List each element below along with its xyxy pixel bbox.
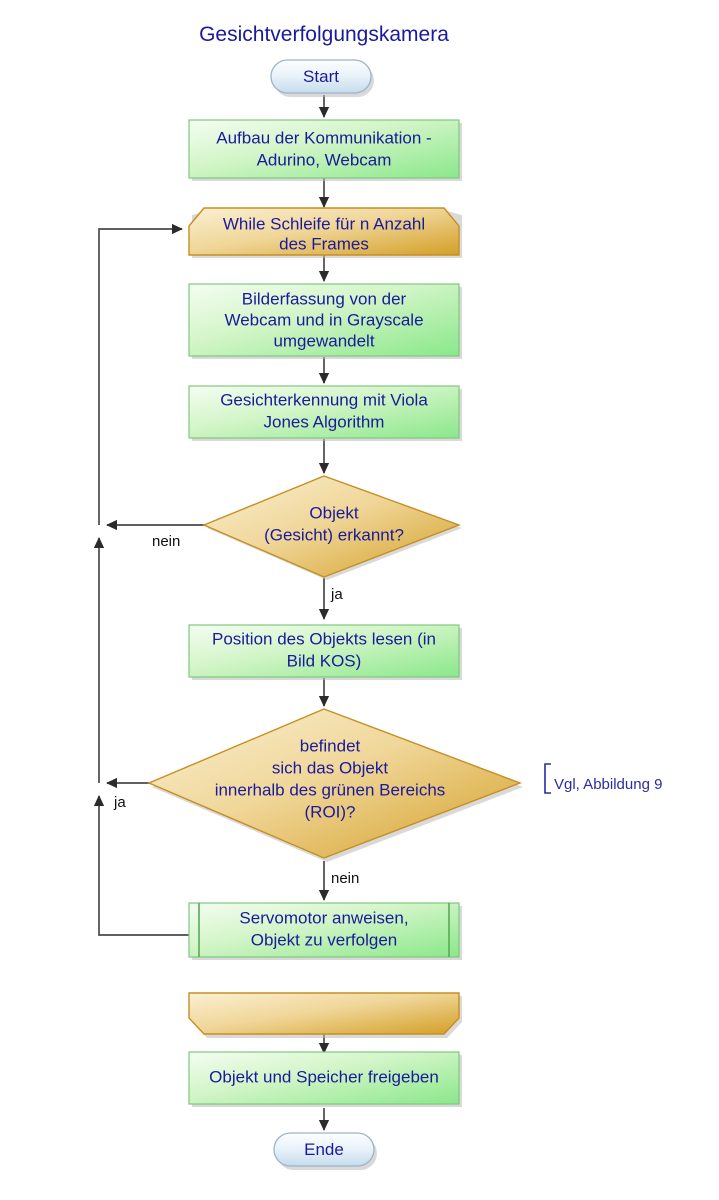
feedback-servo-to-rail — [93, 795, 189, 936]
node-setup-label-1: Aufbau der Kommunikation - — [216, 128, 431, 147]
node-decision-roi-label-1: befindet — [300, 736, 361, 755]
edge-label-roi-no: nein — [331, 870, 359, 887]
node-decision-roi-label-4: (ROI)? — [305, 802, 356, 821]
node-end[interactable]: Ende — [273, 1132, 377, 1170]
feedback-rail-to-loopstart — [98, 223, 183, 525]
node-loop-start[interactable]: While Schleife für n Anzahl des Frames — [188, 207, 462, 258]
node-detect-label-1: Gesichterkennung mit Viola — [220, 390, 428, 409]
node-decision-face-label-2: (Gesicht) erkannt? — [264, 525, 404, 544]
node-detect[interactable]: Gesichterkennung mit Viola Jones Algorit… — [188, 385, 462, 441]
node-setup[interactable]: Aufbau der Kommunikation - Adurino, Webc… — [188, 119, 462, 181]
node-read-position-label-2: Bild KOS) — [287, 651, 362, 670]
node-servo[interactable]: Servomotor anweisen, Objekt zu verfolgen — [188, 902, 462, 960]
annotation-vgl: Vgl, Abbildung 9 — [544, 763, 662, 794]
node-start[interactable]: Start — [270, 59, 374, 97]
node-capture[interactable]: Bilderfassung von der Webcam und in Gray… — [188, 283, 462, 359]
node-read-position-label-1: Position des Objekts lesen (in — [212, 629, 436, 648]
node-capture-label-3: umgewandelt — [273, 331, 374, 350]
edge-label-face-yes: ja — [330, 586, 343, 603]
node-servo-label-2: Objekt zu verfolgen — [251, 930, 397, 949]
node-loop-end[interactable] — [188, 992, 462, 1038]
annotation-label: Vgl, Abbildung 9 — [554, 776, 662, 793]
edge-label-roi-yes: ja — [113, 794, 126, 811]
node-detect-label-2: Jones Algorithm — [264, 412, 385, 431]
node-setup-label-2: Adurino, Webcam — [257, 150, 392, 169]
page-title: Gesichtverfolgungskamera — [199, 23, 449, 46]
node-decision-face-label-1: Objekt — [309, 503, 358, 522]
node-end-label: Ende — [304, 1140, 344, 1159]
connectors — [93, 95, 330, 1131]
node-loop-start-label-1: While Schleife für n Anzahl — [223, 214, 425, 233]
node-decision-face[interactable]: Objekt (Gesicht) erkannt? — [202, 475, 462, 580]
node-decision-roi-label-3: innerhalb des grünen Bereichs — [215, 780, 446, 799]
node-loop-start-label-2: des Frames — [279, 234, 369, 253]
node-release-label: Objekt und Speicher freigeben — [209, 1067, 439, 1086]
node-start-label: Start — [303, 67, 339, 86]
edge-label-face-no: nein — [152, 533, 180, 550]
node-release[interactable]: Objekt und Speicher freigeben — [188, 1051, 462, 1107]
node-decision-roi-label-2: sich das Objekt — [272, 758, 388, 777]
node-servo-label-1: Servomotor anweisen, — [239, 908, 408, 927]
node-capture-label-2: Webcam und in Grayscale — [224, 310, 423, 329]
node-capture-label-1: Bilderfassung von der — [242, 289, 407, 308]
node-decision-roi[interactable]: befindet sich das Objekt innerhalb des g… — [147, 708, 523, 862]
node-read-position[interactable]: Position des Objekts lesen (in Bild KOS) — [188, 624, 462, 680]
